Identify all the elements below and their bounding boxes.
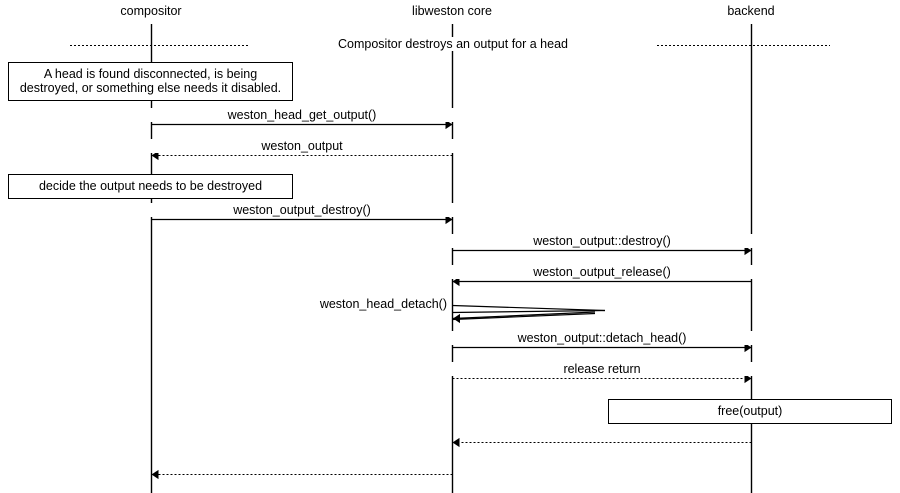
message-msg-backend-return	[452, 437, 752, 448]
message-msg-weston-output-destroy-vfunc	[452, 245, 752, 256]
message-label-msg-release-return: release return	[402, 361, 802, 376]
note-decide-destroy-text: decide the output needs to be destroyed	[38, 178, 263, 193]
note-head-disconnected: A head is found disconnected, is being d…	[8, 62, 293, 101]
self-line-back-bottom	[452, 312, 596, 321]
self-line-out-bottom	[452, 309, 606, 314]
arrow-head	[453, 313, 460, 324]
note-decide-destroy: decide the output needs to be destroyed	[8, 174, 293, 199]
message-label-msg-weston-head-detach: weston_head_detach()	[319, 296, 447, 311]
arrow-head	[452, 276, 460, 287]
self-line-back-top	[452, 311, 596, 320]
participant-label-compositor: compositor	[120, 4, 182, 18]
arrow-head	[151, 469, 159, 480]
note-free-output: free(output)	[608, 399, 892, 424]
participant-label-libweston: libweston core	[412, 4, 492, 18]
message-msg-weston-head-get-output	[151, 119, 453, 130]
message-msg-release-return	[452, 373, 752, 384]
arrow-head	[151, 150, 159, 161]
self-line-out-top	[452, 304, 606, 312]
message-msg-weston-output-return	[151, 150, 453, 161]
note-free-output-text: free(output)	[717, 403, 783, 418]
message-msg-libweston-return	[151, 469, 453, 480]
message-label-msg-weston-output-release: weston_output_release()	[402, 264, 802, 279]
message-label-msg-weston-output-destroy-vfunc: weston_output::destroy()	[402, 233, 802, 248]
message-msg-weston-output-release	[452, 276, 752, 287]
arrow-head	[744, 373, 752, 384]
message-label-msg-weston-output-detach-head: weston_output::detach_head()	[402, 330, 802, 345]
participant-label-backend: backend	[727, 4, 775, 18]
arrow-head	[445, 214, 453, 225]
message-msg-weston-head-detach	[452, 304, 606, 324]
arrow-head	[452, 437, 460, 448]
note-head-disconnected-text: A head is found disconnected, is being d…	[19, 67, 282, 95]
message-label-msg-weston-output-destroy: weston_output_destroy()	[102, 202, 502, 217]
message-label-msg-weston-head-get-output: weston_head_get_output()	[102, 107, 502, 122]
divider-label: Compositor destroys an output for a head	[250, 37, 656, 51]
message-msg-weston-output-detach-head	[452, 342, 752, 353]
message-label-msg-weston-output-return: weston_output	[102, 138, 502, 153]
arrow-head	[744, 342, 752, 353]
arrow-head	[744, 245, 752, 256]
message-msg-weston-output-destroy	[151, 214, 453, 225]
arrow-head	[445, 119, 453, 130]
